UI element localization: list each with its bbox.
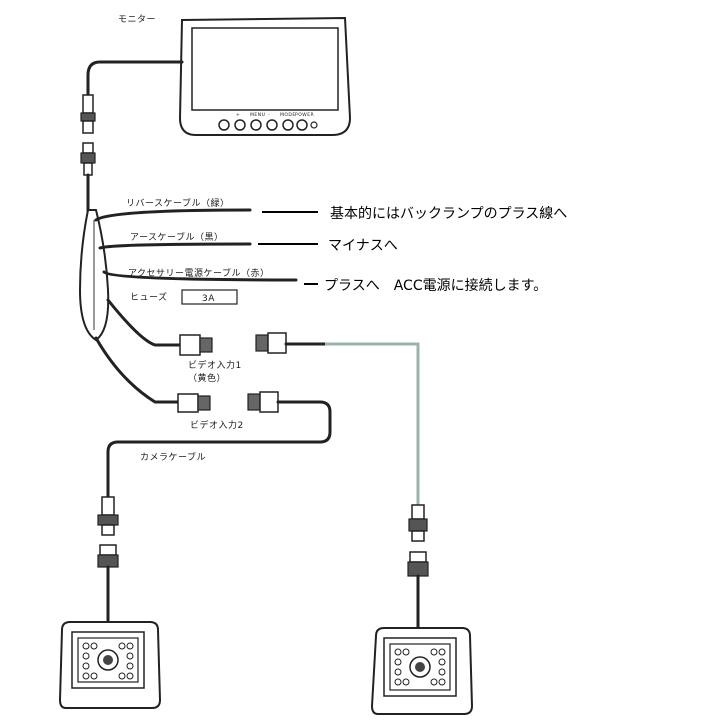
video-in-1-color: （黄色） — [188, 372, 226, 384]
earth-cable-label: アースケーブル（黒） — [130, 231, 223, 243]
fuse-label: ヒューズ — [130, 291, 168, 303]
monitor-button-label: MENU — [250, 112, 265, 118]
video-in-2-connector — [177, 393, 211, 413]
video-in-1-label: ビデオ入力1 — [188, 359, 242, 371]
camera-2-connector — [407, 504, 429, 577]
camera-1-plug — [247, 391, 279, 413]
monitor-button-label: - — [268, 113, 270, 118]
camera-2-cable — [325, 342, 420, 505]
fuse-box — [181, 289, 238, 305]
monitor: + MENU - MODE POWER — [178, 16, 352, 136]
earth-cable — [98, 242, 252, 250]
video-in-2-label: ビデオ入力2 — [190, 419, 244, 431]
earth-note: マイナスへ — [328, 238, 398, 254]
monitor-button-label: MODE — [280, 112, 296, 118]
monitor-buttons — [218, 119, 318, 131]
camera-1-cable — [106, 400, 332, 499]
accessory-note: プラスへ ACC電源に接続します。 — [324, 277, 547, 294]
monitor-button-label: POWER — [295, 112, 314, 118]
fuse-value: 3A — [202, 294, 215, 304]
camera-cable-label: カメラケーブル — [140, 451, 206, 463]
camera-2 — [370, 627, 474, 715]
camera-2-plug — [255, 332, 287, 354]
monitor-label: モニター — [118, 14, 156, 25]
reverse-note: 基本的にはバックランプのプラス線へ — [330, 205, 567, 222]
video-in-2-cable — [94, 336, 180, 404]
monitor-cable — [86, 60, 184, 97]
reverse-cable — [94, 208, 252, 222]
monitor-button-label: + — [236, 112, 240, 118]
camera-1-connector — [97, 496, 119, 568]
accessory-cable-label: アクセサリー電源ケーブル（赤） — [128, 267, 270, 279]
reverse-cable-label: リバースケーブル（緑） — [126, 197, 230, 209]
camera-1 — [58, 621, 162, 709]
accessory-cable — [102, 270, 298, 282]
video-in-1-cable — [106, 298, 182, 347]
monitor-connector — [80, 94, 96, 176]
video-in-1-connector — [179, 334, 213, 356]
